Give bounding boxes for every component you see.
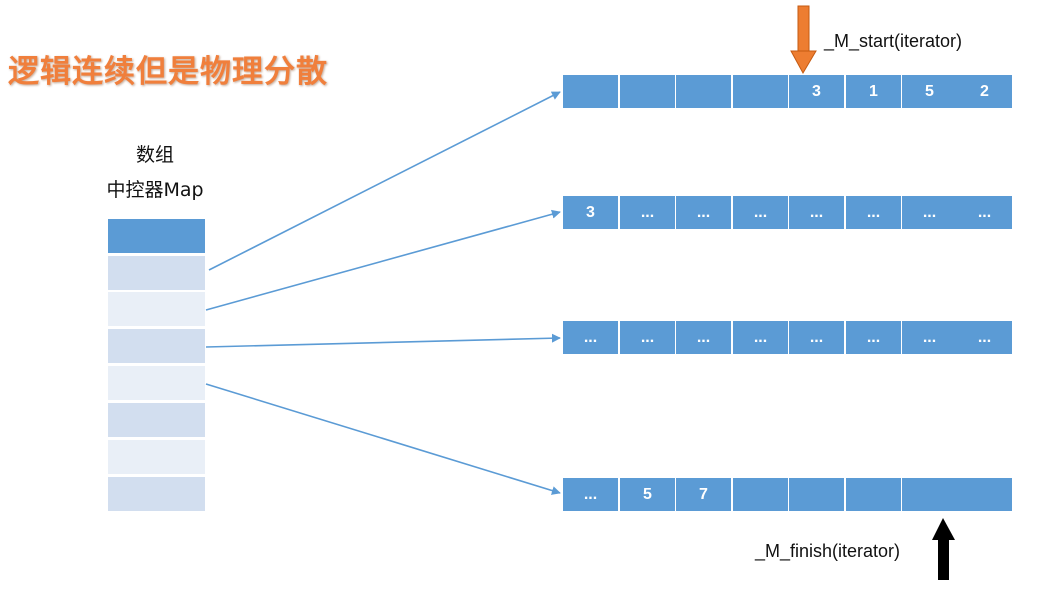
buffer-cell: ... [620,321,675,354]
buffer-cell: ... [846,321,901,354]
pointer-arrow [208,91,561,271]
buffer-cell [733,478,788,511]
buffer-cell: 5 [902,75,957,108]
buffer-cell [676,75,731,108]
buffer-cell: ... [563,478,618,511]
buffer-cell: ... [733,196,788,229]
map-cell [108,403,205,437]
map-cell [108,292,205,326]
buffer-cell: 3 [563,196,618,229]
buffer-cell [902,478,957,511]
buffer-cell: 1 [846,75,901,108]
buffer-cell [620,75,675,108]
diagram-title: 逻辑连续但是物理分散 [8,54,328,90]
map-cell [108,256,205,290]
buffer-cell: ... [563,321,618,354]
map-cell [108,477,205,511]
pointer-arrow [205,333,561,348]
pointer-arrow [205,209,561,311]
buffer-cell: 2 [957,75,1012,108]
buffer-cell: ... [846,196,901,229]
pointer-arrow [205,383,561,495]
map-cell [108,440,205,474]
buffer-cell [789,478,844,511]
buffer-cell: ... [620,196,675,229]
buffer-cell [733,75,788,108]
buffer-cell: ... [957,196,1012,229]
map-caption-array: 数组 [135,144,174,166]
finish-iterator-arrow [932,518,955,580]
buffer-cell [563,75,618,108]
buffer-cell: ... [902,196,957,229]
buffer-cell: 3 [789,75,844,108]
map-caption-controller: 中控器Map [106,179,204,201]
finish-iterator-label: _M_finish(iterator) [755,541,901,561]
buffer-cell: 5 [620,478,675,511]
buffer-cell: ... [676,321,731,354]
start-iterator-arrow [790,5,817,75]
buffer-cell: ... [789,321,844,354]
start-iterator-label: _M_start(iterator) [824,31,963,51]
map-cell [108,366,205,400]
buffer-cell: ... [957,321,1012,354]
buffer-cell: ... [902,321,957,354]
map-cell [108,329,205,363]
buffer-cell: 7 [676,478,731,511]
buffer-cell: ... [676,196,731,229]
buffer-cell: ... [789,196,844,229]
buffer-cell [957,478,1012,511]
buffer-cell: ... [733,321,788,354]
buffer-cell [846,478,901,511]
map-cell [108,219,205,253]
